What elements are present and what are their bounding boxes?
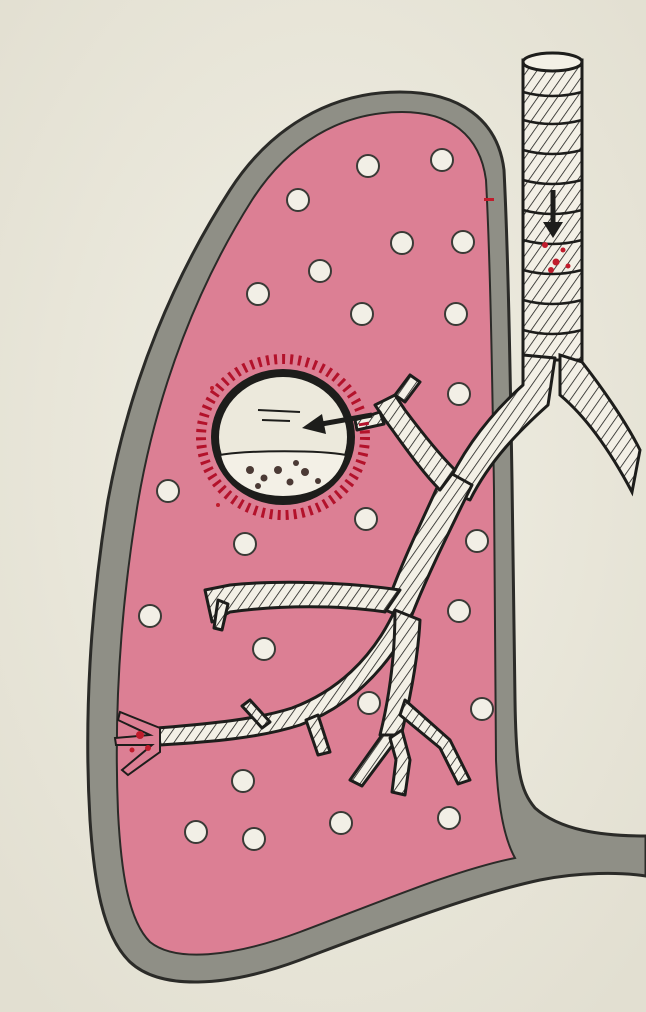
trachea xyxy=(523,53,582,360)
